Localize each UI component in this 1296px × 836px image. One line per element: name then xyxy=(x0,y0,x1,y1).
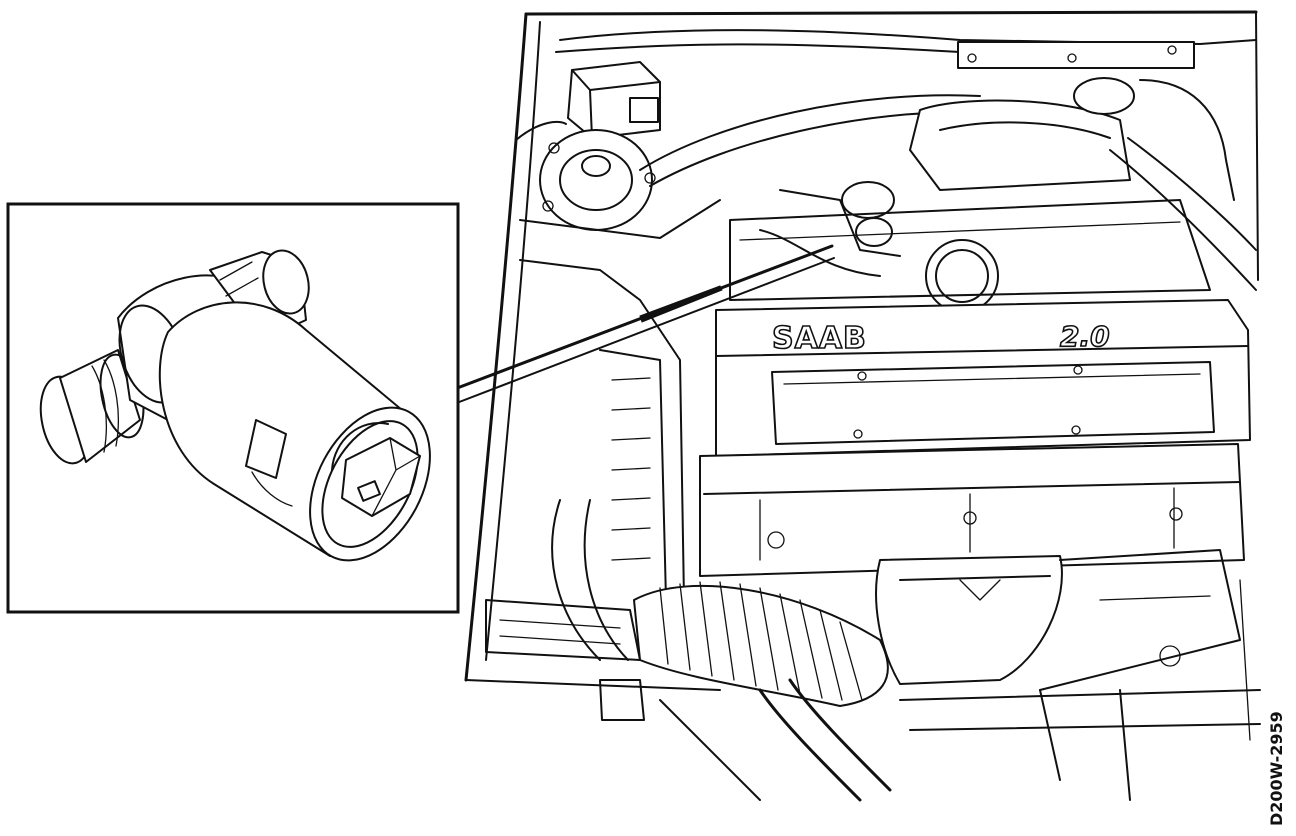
firewall-bracket xyxy=(957,41,1195,69)
engine-displacement: 2.0 xyxy=(1060,320,1110,353)
label-window xyxy=(245,419,287,479)
intake-manifold-lower xyxy=(875,555,1063,685)
air-intake-hose xyxy=(633,584,889,707)
component-inset xyxy=(6,202,460,614)
engine-bay-illustration: SAAB 2.0 xyxy=(450,10,1261,802)
strut-tower xyxy=(539,129,653,231)
engine-cover-brand: SAAB xyxy=(772,321,867,356)
cover-panel xyxy=(771,361,1215,445)
figure-code: D200W-2959 xyxy=(1267,711,1286,826)
hood-top-edge xyxy=(524,10,1258,16)
intake-plenum xyxy=(909,99,1131,191)
cylinder-head xyxy=(699,443,1245,577)
engine-cover xyxy=(715,299,1251,457)
left-fender-edge xyxy=(464,12,528,682)
